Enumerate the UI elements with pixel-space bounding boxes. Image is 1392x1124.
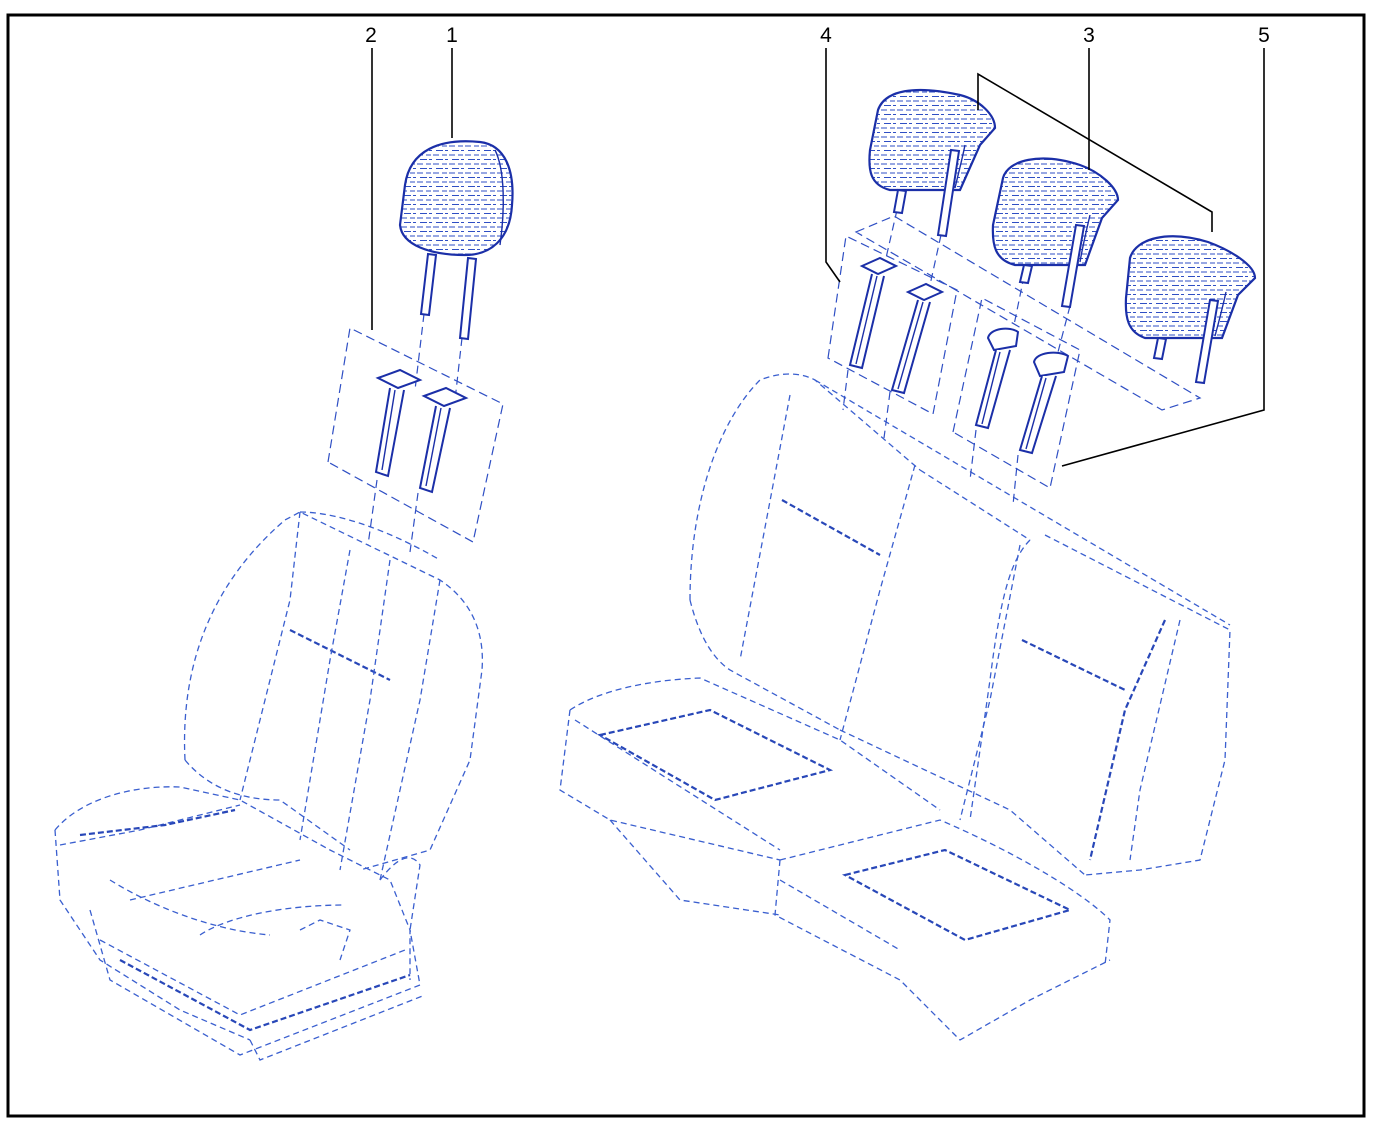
- rear-headrest-guides-type-5: [974, 327, 1070, 455]
- rear-headrest-center: [991, 157, 1120, 309]
- leader-line-5: [1061, 48, 1265, 467]
- rear-headrest-guides-type-4: [848, 256, 945, 395]
- leader-line-4: [825, 48, 841, 283]
- callout-4: 4: [820, 24, 832, 47]
- diagram-frame: [6, 13, 1366, 1118]
- callout-2: 2: [365, 24, 377, 47]
- rear-headrest-left: [868, 88, 997, 238]
- callout-1: 1: [446, 24, 458, 47]
- front-headrest: [398, 140, 514, 341]
- front-headrest-guides: [374, 368, 469, 494]
- rear-bench-outline: [559, 373, 1231, 1041]
- rear-right-guide-box: [952, 297, 1081, 489]
- callout-3: 3: [1083, 24, 1095, 47]
- front-guide-box: [327, 327, 504, 543]
- rear-headrest-right: [1124, 235, 1257, 385]
- leader-line-3-bracket: [977, 72, 1213, 232]
- rear-headrest-alignment-box: [854, 215, 1202, 411]
- front-seat-outline: [54, 511, 484, 1061]
- callout-5: 5: [1258, 24, 1270, 47]
- rear-left-guide-box: [827, 235, 958, 415]
